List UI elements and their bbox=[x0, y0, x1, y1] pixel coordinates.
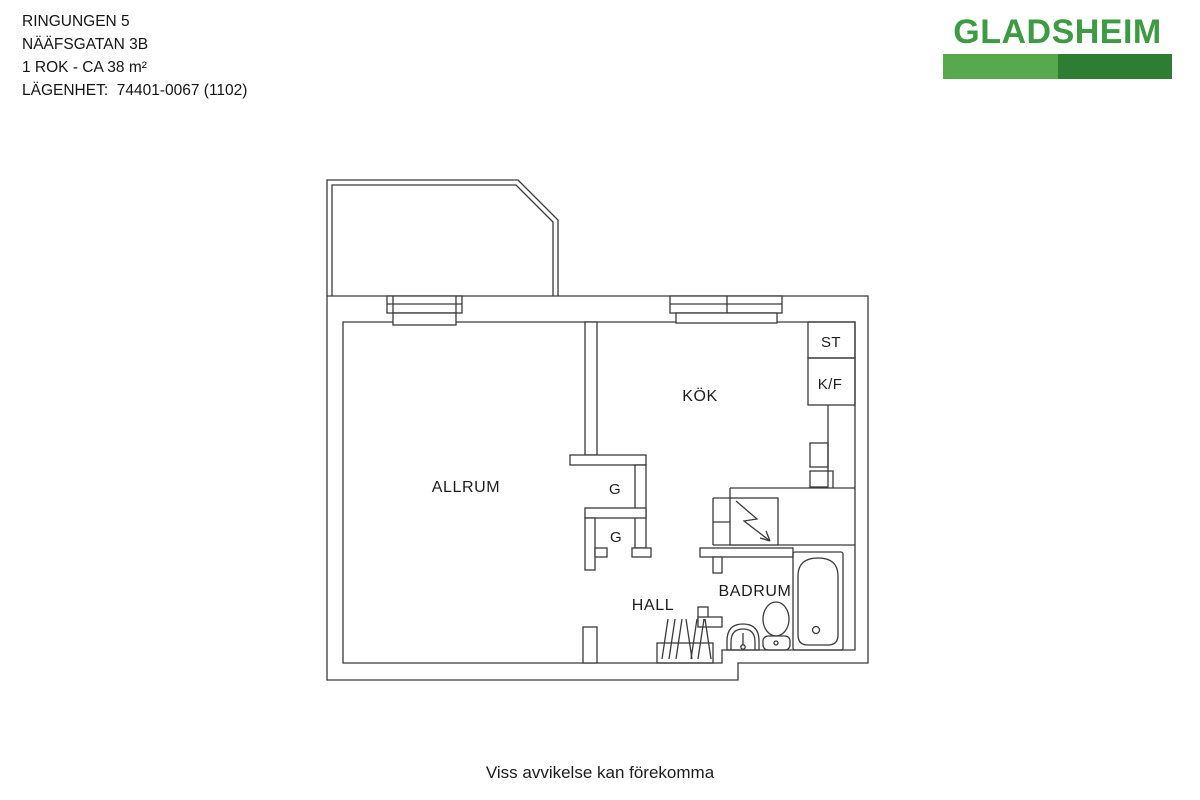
window-icon-allrum bbox=[386, 295, 463, 326]
balcony-outline bbox=[326, 179, 559, 296]
sink-bowl-icon bbox=[809, 470, 829, 488]
coat-rack-icon bbox=[656, 618, 714, 664]
kf-label: K/F bbox=[818, 376, 843, 393]
kitchen-counter bbox=[712, 405, 855, 546]
stove bbox=[729, 497, 779, 546]
plan-header: RINGUNGEN 5 NÄÄFSGATAN 3B 1 ROK - CA 38 … bbox=[22, 10, 247, 102]
hall-label: HALL bbox=[632, 597, 674, 614]
disclaimer-text: Viss avvikelse kan förekomma bbox=[485, 763, 715, 782]
window-icon-kok bbox=[669, 295, 783, 324]
wardrobe-lower-label: G bbox=[610, 529, 622, 546]
logo-wordmark: GLADSHEIM bbox=[953, 13, 1162, 51]
toilet-icon bbox=[762, 601, 791, 651]
fridge-freezer bbox=[807, 357, 856, 406]
kok-label: KÖK bbox=[682, 387, 718, 405]
logo-bar-right-segment bbox=[1057, 54, 1172, 79]
sink-bowl-icon bbox=[809, 442, 829, 468]
apartment-id: LÄGENHET: 74401-0067 (1102) bbox=[22, 82, 248, 99]
stove-lightning-icon bbox=[735, 500, 771, 542]
gladsheim-logo: GLADSHEIM bbox=[943, 14, 1172, 79]
building-name: RINGUNGEN 5 bbox=[22, 13, 130, 30]
bathtub-icon bbox=[792, 551, 844, 651]
sink-icon bbox=[726, 623, 760, 651]
st-label: ST bbox=[821, 334, 841, 351]
street-address: NÄÄFSGATAN 3B bbox=[22, 36, 149, 53]
logo-bar bbox=[943, 54, 1172, 79]
kitchen-units bbox=[807, 321, 856, 406]
apartment-size: 1 ROK - CA 38 m² bbox=[22, 59, 147, 76]
badrum-label: BADRUM bbox=[719, 583, 792, 600]
bathroom-fixtures bbox=[726, 551, 844, 651]
interior-walls bbox=[569, 321, 794, 664]
wardrobe-upper-label: G bbox=[609, 481, 621, 498]
allrum-label: ALLRUM bbox=[432, 479, 501, 496]
logo-bar-left-segment bbox=[943, 54, 1058, 79]
